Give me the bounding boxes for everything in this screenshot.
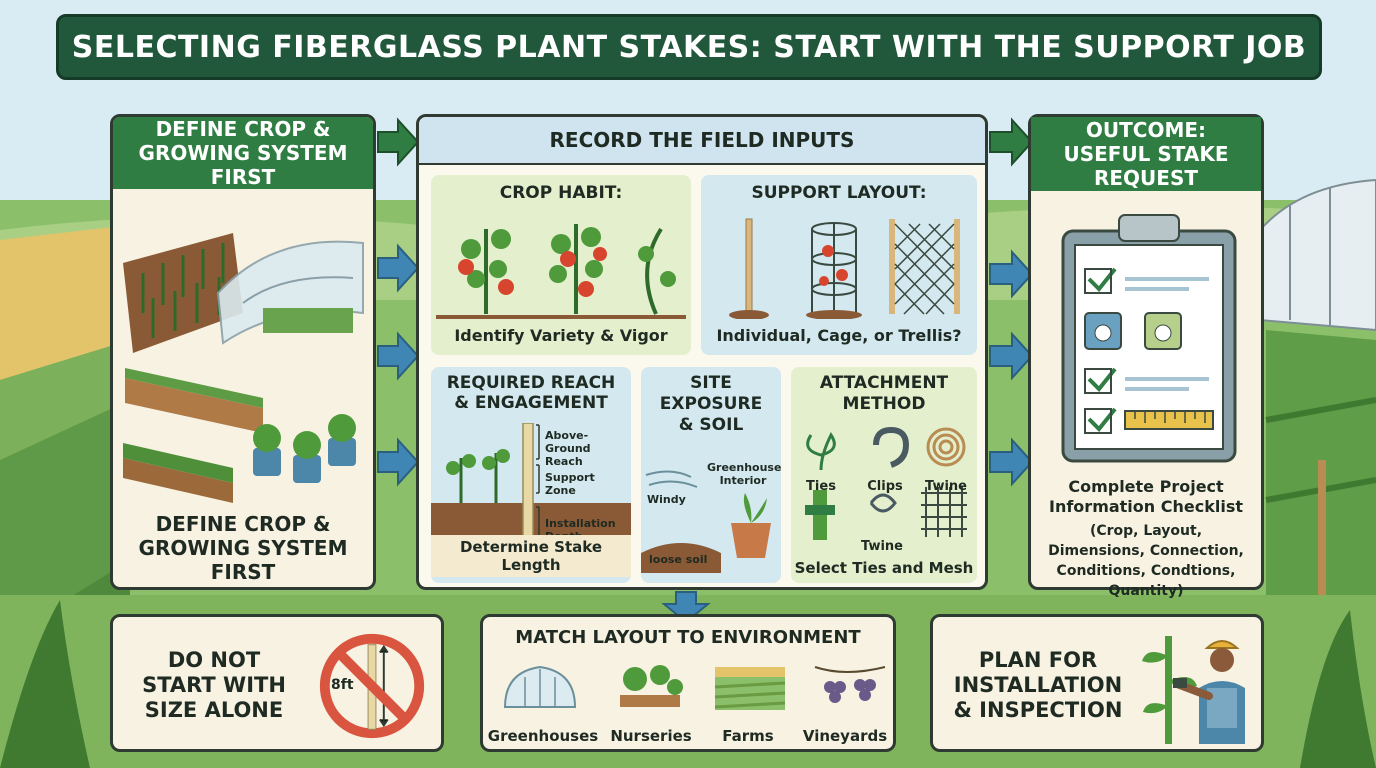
support-layout-card: SUPPORT LAYOUT: Individual, Cage, or Tre… bbox=[701, 175, 977, 355]
environment-vineyards: Vineyards bbox=[802, 727, 888, 745]
checklist-detail: (Crop, Layout, Dimensions, Connection, C… bbox=[1048, 523, 1244, 599]
site-exposure-title: SITE EXPOSURE & SOIL bbox=[659, 373, 763, 435]
arrow-right-icon bbox=[377, 117, 420, 167]
environment-greenhouses: Greenhouses bbox=[487, 727, 599, 745]
worker-inspection-icon bbox=[1142, 636, 1245, 744]
growing-systems-illustration bbox=[123, 233, 364, 503]
size-label: 8ft bbox=[331, 677, 354, 693]
page-title: SELECTING FIBERGLASS PLANT STAKES: START… bbox=[56, 14, 1322, 80]
arrow-right-icon bbox=[989, 117, 1034, 167]
support-layout-caption: Individual, Cage, or Trellis? bbox=[716, 326, 962, 345]
reach-label-above-ground: Above-Ground Reach bbox=[545, 429, 591, 468]
environment-panel: MATCH LAYOUT TO ENVIRONMENT Greenhouses … bbox=[480, 614, 896, 752]
warning-text: DO NOT START WITH SIZE ALONE bbox=[142, 647, 286, 722]
checklist-title: Complete Project Information Checklist bbox=[1049, 477, 1243, 516]
clipboard-checklist-icon bbox=[1061, 214, 1237, 463]
attachment-method-card: ATTACHMENT METHOD Ties Clips Twine Twine… bbox=[791, 367, 977, 583]
crop-habit-card: CROP HABIT: Identify Variety & Vigor bbox=[431, 175, 691, 355]
environment-title: MATCH LAYOUT TO ENVIRONMENT bbox=[515, 627, 861, 648]
crop-habit-title: CROP HABIT: bbox=[499, 183, 623, 203]
arrow-down-icon bbox=[661, 591, 711, 624]
attachment-tools-icon bbox=[805, 426, 967, 540]
plan-panel: PLAN FOR INSTALLATION & INSPECTION bbox=[930, 614, 1264, 752]
required-reach-title: REQUIRED REACH & ENGAGEMENT bbox=[446, 373, 616, 413]
reach-label-support-zone: Support Zone bbox=[545, 471, 595, 497]
wind-and-soil-icon bbox=[641, 470, 771, 573]
center-panel-header: RECORD THE FIELD INPUTS bbox=[419, 117, 985, 165]
required-reach-card: REQUIRED REACH & ENGAGEMENT Above-Ground… bbox=[431, 367, 631, 583]
attachment-method-title: ATTACHMENT METHOD bbox=[819, 373, 949, 414]
tomato-plants-icon bbox=[436, 224, 686, 319]
windy-label: Windy bbox=[647, 493, 686, 506]
greenhouse-interior-label: Greenhouse Interior bbox=[707, 461, 781, 487]
arrow-right-icon bbox=[377, 243, 420, 293]
center-panel: RECORD THE FIELD INPUTS CROP HABIT: Iden… bbox=[416, 114, 988, 590]
arrow-right-icon bbox=[989, 249, 1034, 299]
left-panel-header: DEFINE CROP & GROWING SYSTEM FIRST bbox=[113, 117, 373, 189]
attachment-item-twine: Twine bbox=[925, 479, 967, 494]
crop-habit-caption: Identify Variety & Vigor bbox=[454, 326, 668, 345]
no-size-only-icon bbox=[319, 633, 425, 739]
plan-text: PLAN FOR INSTALLATION & INSPECTION bbox=[953, 647, 1123, 722]
support-layout-title: SUPPORT LAYOUT: bbox=[751, 183, 927, 203]
arrow-right-icon bbox=[989, 437, 1034, 487]
environment-icons bbox=[503, 665, 886, 710]
site-exposure-card: SITE EXPOSURE & SOIL Windy Greenhouse In… bbox=[641, 367, 781, 583]
required-reach-caption: Determine Stake Length bbox=[431, 535, 631, 577]
arrow-right-icon bbox=[377, 331, 420, 381]
left-panel-footer: DEFINE CROP & GROWING SYSTEM FIRST bbox=[138, 512, 348, 584]
attachment-method-caption: Select Ties and Mesh bbox=[794, 559, 974, 577]
warning-panel: DO NOT START WITH SIZE ALONE 8ft bbox=[110, 614, 444, 752]
environment-farms: Farms bbox=[722, 727, 774, 745]
attachment-item-twine-2: Twine bbox=[861, 539, 903, 554]
arrow-right-icon bbox=[989, 331, 1034, 381]
right-panel: OUTCOME: USEFUL STAKE REQUEST Complete P… bbox=[1028, 114, 1264, 599]
attachment-item-clips: Clips bbox=[867, 479, 903, 494]
left-panel: DEFINE CROP & GROWING SYSTEM FIRST DEFIN… bbox=[110, 114, 376, 590]
arrow-right-icon bbox=[377, 437, 420, 487]
attachment-item-ties: Ties bbox=[806, 479, 836, 494]
environment-nurseries: Nurseries bbox=[610, 727, 692, 745]
support-structures-icon bbox=[729, 218, 960, 319]
right-panel-header: OUTCOME: USEFUL STAKE REQUEST bbox=[1031, 117, 1261, 191]
loose-soil-label: loose soil bbox=[649, 553, 708, 566]
